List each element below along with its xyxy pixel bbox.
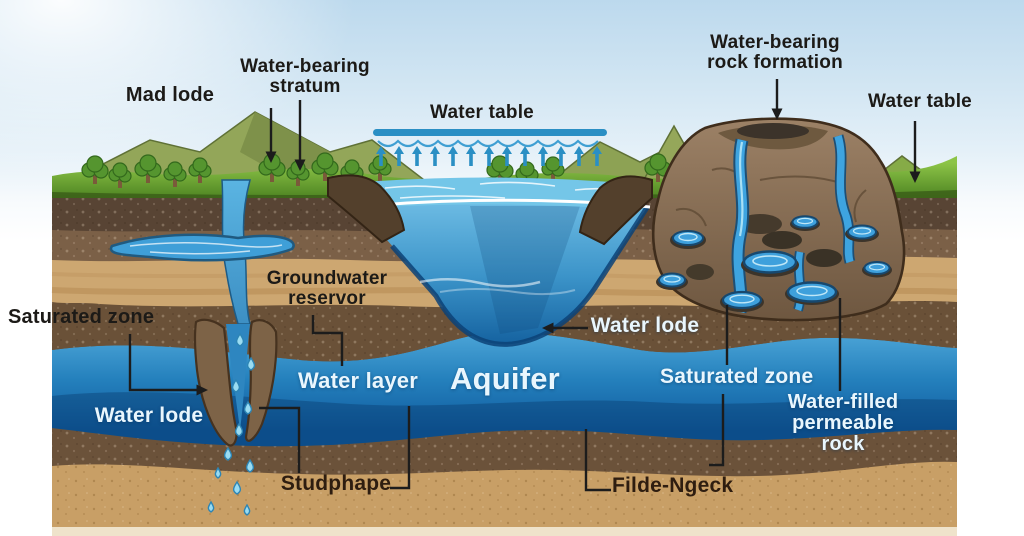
label-groundwater-reservor: Groundwater reservor: [266, 268, 388, 310]
arrow-down-mad-lode: [265, 108, 277, 163]
elbow-groundwater-reservor: [311, 315, 344, 366]
elbow-filde-ngeck-right: [709, 394, 725, 467]
water-table-symbol: [373, 129, 607, 166]
arrow-down-rock-formation: [771, 79, 783, 120]
label-water-bearing-rock-formation: Water-bearing rock formation: [707, 32, 843, 74]
elbow-filde-ngeck-left: [584, 429, 611, 492]
arrow-down-water-table-right: [909, 121, 921, 183]
label-studphape: Studphape: [280, 472, 392, 495]
water-droplets: [207, 332, 256, 516]
label-water-lode-left: Water lode: [94, 404, 204, 427]
label-saturated-zone-right: Saturated zone: [660, 365, 814, 388]
label-saturated-zone-left: Saturated zone: [8, 306, 155, 328]
arrow-left-water-lode: [542, 322, 588, 334]
label-filde-ngeck: Filde-Ngeck: [612, 474, 734, 497]
elbow-saturated-zone-left: [128, 334, 208, 396]
up-arrow-icons: [375, 146, 602, 166]
arrow-down-stratum: [294, 100, 306, 171]
rock-water-pools: [656, 215, 892, 312]
label-water-layer: Water layer: [298, 368, 418, 393]
water-bearing-rock: [651, 117, 906, 322]
elbow-studphape-right: [390, 406, 411, 490]
label-water-filled-permeable-rock: Water-filled permeable rock: [787, 391, 899, 456]
label-connectors: [128, 79, 921, 492]
label-water-lode-center: Water lode: [590, 314, 700, 337]
pond-and-cone: [327, 174, 653, 347]
elbow-studphape-left: [259, 406, 301, 473]
label-water-table-right: Water table: [868, 91, 972, 112]
infiltration-stream: [109, 179, 295, 516]
label-mad-lode: Mad lode: [125, 84, 215, 106]
label-aquifer: Aquifer: [450, 361, 560, 396]
label-water-table-center: Water table: [430, 102, 534, 123]
label-water-bearing-stratum: Water-bearing stratum: [240, 56, 370, 98]
